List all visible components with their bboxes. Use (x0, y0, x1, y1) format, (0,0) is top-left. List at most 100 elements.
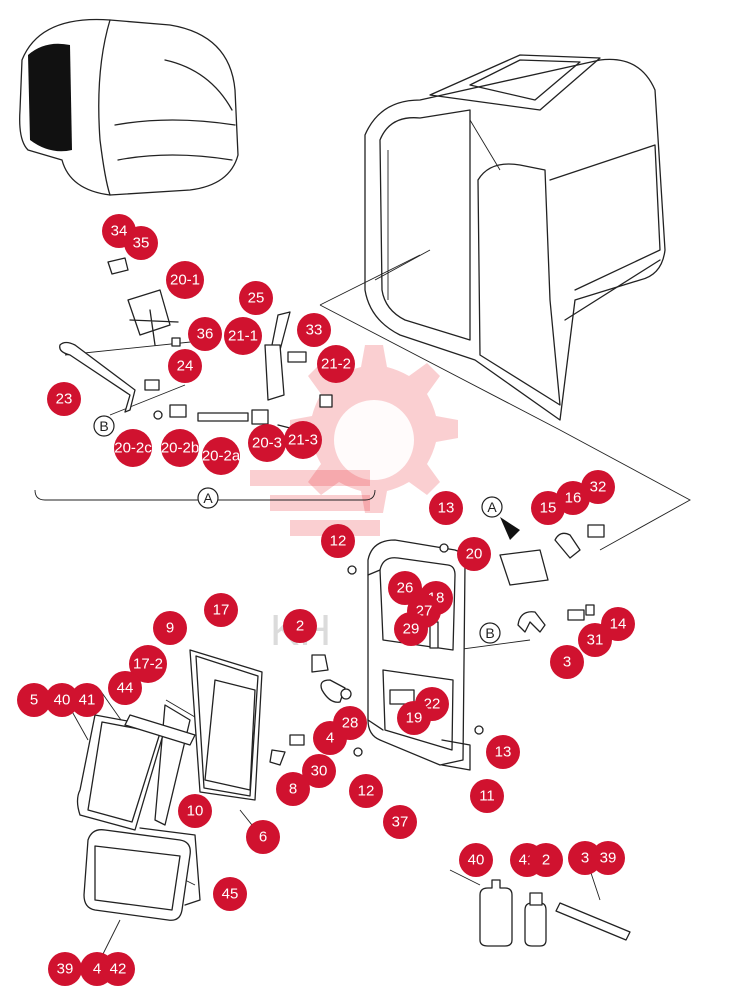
callout-label: 4 (326, 730, 334, 747)
callout-label: 41 (79, 692, 96, 709)
callout-32: 32 (581, 470, 615, 504)
callout-39a: 39 (591, 841, 625, 875)
callout-label: 20-3 (252, 435, 282, 452)
callout-label: 9 (166, 620, 174, 637)
callout-label: 33 (306, 322, 323, 339)
callout-13a: 13 (429, 491, 463, 525)
svg-text:B: B (99, 418, 108, 434)
callout-label: 42 (110, 961, 127, 978)
callout-30: 30 (302, 754, 336, 788)
callout-label: 39 (57, 961, 74, 978)
callout-label: 15 (540, 500, 557, 517)
callout-20-1: 20-1 (166, 261, 204, 299)
callout-label: 11 (479, 788, 495, 805)
callout-label: 5 (30, 692, 38, 709)
callout-label: 26 (397, 580, 414, 597)
callout-label: 40 (54, 692, 71, 709)
callout-label: 6 (259, 829, 267, 846)
reference-marker-b-left: B (93, 415, 115, 437)
callout-11: 11 (470, 779, 504, 813)
callout-36: 36 (188, 317, 222, 351)
callout-4: 4 (313, 721, 347, 755)
callout-label: 4 (93, 961, 101, 978)
callout-label: 21-3 (288, 432, 318, 449)
callout-25: 25 (239, 281, 273, 315)
callout-42b: 42 (101, 952, 135, 986)
callout-35: 35 (124, 226, 158, 260)
callout-label: 21-2 (321, 356, 351, 373)
reference-marker-a-right: A (481, 496, 503, 518)
callout-17-2: 17-2 (129, 645, 167, 683)
callout-label: 23 (56, 391, 73, 408)
svg-text:B: B (485, 625, 494, 641)
callout-42a: 2 (529, 843, 563, 877)
callout-label: 34 (111, 223, 128, 240)
callout-9: 9 (153, 611, 187, 645)
callout-label: 29 (403, 621, 420, 638)
callout-29: 29 (394, 612, 428, 646)
callout-33: 33 (297, 313, 331, 347)
callout-23: 23 (47, 382, 81, 416)
callout-37: 37 (383, 805, 417, 839)
callout-label: 20-1 (170, 272, 200, 289)
callout-label: 44 (117, 680, 134, 697)
reference-marker-b-right: B (479, 622, 501, 644)
callout-label: 8 (289, 781, 297, 798)
callout-44: 44 (108, 671, 142, 705)
door-frame-illustration (367, 539, 471, 771)
callout-20-2b: 20-2b (161, 429, 199, 467)
callout-label: 45 (222, 886, 239, 903)
callout-label: 28 (342, 715, 359, 732)
callout-label: 3 (563, 654, 571, 671)
callout-label: 24 (177, 358, 194, 375)
callout-label: 12 (330, 533, 347, 550)
callout-17: 17 (204, 593, 238, 627)
callout-20-2c: 20-2c (114, 429, 152, 467)
callout-label: 20 (466, 546, 483, 563)
callout-21-2: 21-2 (317, 345, 355, 383)
callout-39b: 39 (48, 952, 82, 986)
callout-label: 32 (590, 479, 607, 496)
cab-overview-illustration (19, 18, 239, 196)
callout-label: 20-2a (202, 448, 241, 465)
callout-26: 26 (388, 571, 422, 605)
callout-label: 10 (187, 803, 204, 820)
callout-21-1: 21-1 (224, 317, 262, 355)
callout-label: 13 (495, 744, 512, 761)
callout-label: 12 (358, 783, 375, 800)
callout-label: 14 (610, 616, 627, 633)
svg-text:A: A (203, 490, 213, 506)
callout-8: 8 (276, 772, 310, 806)
callout-12a: 12 (321, 524, 355, 558)
callout-label: 17-2 (133, 656, 163, 673)
callout-12b: 12 (349, 774, 383, 808)
callout-5: 5 (17, 683, 51, 717)
callout-label: 25 (248, 290, 265, 307)
callout-label: 2 (542, 852, 550, 869)
latch-assembly-illustration (59, 257, 333, 431)
callout-13b: 13 (486, 735, 520, 769)
callout-20-2a: 20-2a (202, 437, 241, 475)
door-hardware-illustration (269, 517, 605, 766)
callout-label: 40 (468, 852, 485, 869)
callout-24: 24 (168, 349, 202, 383)
callout-label: 35 (133, 235, 150, 252)
callout-20: 20 (457, 537, 491, 571)
watermark-logo: KH (250, 345, 458, 655)
callout-label: 21-1 (228, 328, 258, 345)
callout-label: 37 (392, 814, 409, 831)
callout-label: 20-2b (161, 440, 199, 457)
callout-label: 3 (581, 850, 589, 867)
callout-label: 30 (311, 763, 328, 780)
callout-label: 2 (296, 618, 304, 635)
callout-label: 20-2c (114, 440, 152, 457)
callout-label: 19 (406, 710, 423, 727)
maintenance-kit-illustration (479, 879, 631, 947)
callout-2: 2 (283, 609, 317, 643)
callout-41a: 41 (70, 683, 104, 717)
callout-label: 17 (213, 602, 230, 619)
callout-40b: 40 (459, 843, 493, 877)
callout-20-3: 20-3 (248, 424, 286, 462)
